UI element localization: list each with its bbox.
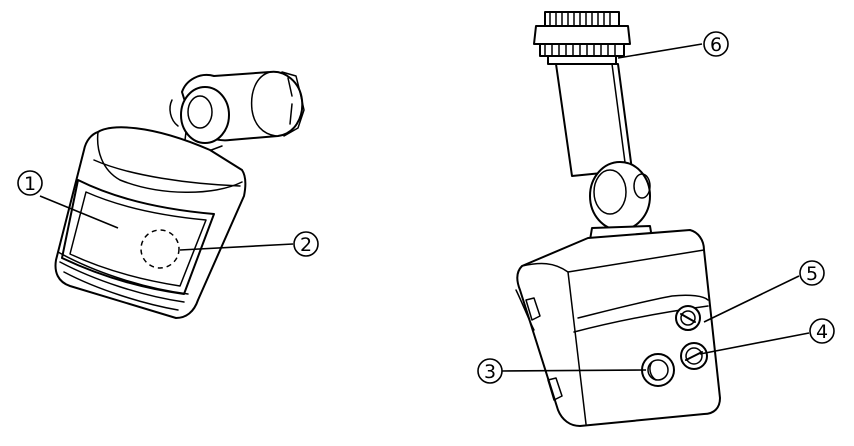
callout-1: 1 [17,170,43,196]
front-swivel-arm [169,70,305,153]
support-pipe [555,63,633,177]
callout-2: 2 [293,231,319,257]
front-housing [54,126,247,319]
callout-4-label: 4 [816,321,828,343]
leader-lines [39,43,810,372]
leader-line-4 [699,332,810,355]
callout-3-label: 3 [484,361,496,383]
back-ball-joint [589,161,653,241]
callout-3: 3 [477,358,503,384]
button-3 [641,353,675,387]
callout-5-label: 5 [806,263,818,285]
back-housing [515,229,721,427]
callout-6-label: 6 [710,34,722,56]
callout-6: 6 [703,31,729,57]
leader-line-5 [703,275,800,323]
callout-2-label: 2 [300,234,312,256]
knob-4 [680,342,708,370]
leader-line-6 [617,43,703,59]
callout-1-label: 1 [24,173,36,195]
leader-line-2 [179,243,294,251]
callout-5: 5 [799,260,825,286]
knob-5 [675,305,701,331]
sensor-area-dashed-circle [140,229,180,269]
leader-line-1 [39,195,119,229]
back-view-device [515,11,721,427]
front-view-device [54,70,305,319]
threaded-fitting [533,11,631,65]
leader-line-3 [501,369,647,372]
callout-4: 4 [809,318,835,344]
